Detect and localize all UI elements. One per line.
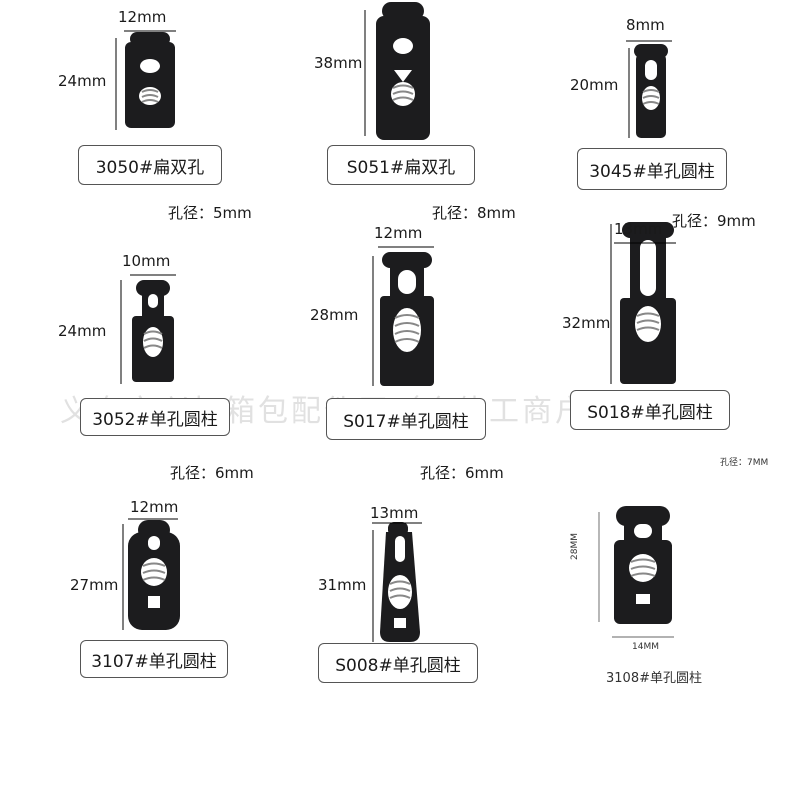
product-code-label: 3050#扁双孔	[78, 145, 222, 185]
cord-lock-icon	[128, 520, 180, 630]
width-arrow	[124, 30, 176, 32]
width-arrow	[614, 242, 676, 244]
width-arrow	[626, 40, 672, 42]
hole-diameter: 孔径：8mm	[432, 204, 516, 222]
width-dimension: 14MM	[632, 642, 659, 652]
hole-diameter: 孔径：6mm	[420, 464, 504, 482]
height-dimension: 27mm	[70, 576, 119, 594]
product-code-label: S018#单孔圆柱	[570, 390, 730, 430]
width-arrow	[130, 274, 176, 276]
product-code-label: 3052#单孔圆柱	[80, 398, 230, 436]
product-code-label: 3108#单孔圆柱	[606, 671, 702, 686]
height-arrow	[122, 524, 124, 630]
cord-lock-icon	[132, 280, 174, 382]
cord-lock-icon	[634, 44, 668, 138]
product-code-label: 3107#单孔圆柱	[80, 640, 228, 678]
height-arrow	[372, 530, 374, 642]
height-arrow	[610, 224, 612, 384]
height-dimension: 24mm	[58, 322, 107, 340]
height-arrow	[120, 280, 122, 384]
product-code-label: S008#单孔圆柱	[318, 643, 478, 683]
width-dimension: 12mm	[374, 224, 423, 242]
width-arrow	[612, 636, 674, 638]
height-dimension: 24mm	[58, 72, 107, 90]
height-dimension: 31mm	[318, 576, 367, 594]
product-code-label: S051#扁双孔	[327, 145, 475, 185]
cord-lock-icon	[380, 522, 420, 642]
width-arrow	[378, 246, 434, 248]
width-dimension: 10mm	[122, 252, 171, 270]
height-dimension: 20mm	[570, 76, 619, 94]
hole-diameter: 孔径：7MM	[720, 458, 769, 468]
product-code-label: S017#单孔圆柱	[326, 398, 486, 440]
hole-diameter: 孔径：9mm	[672, 212, 756, 230]
height-dimension: 32mm	[562, 314, 611, 332]
height-arrow	[115, 38, 117, 130]
width-arrow	[128, 518, 178, 520]
width-dimension: 13mm	[370, 504, 419, 522]
cord-lock-icon	[376, 2, 430, 140]
height-dimension: 38mm	[314, 54, 363, 72]
width-dimension: 13mm	[614, 220, 663, 238]
height-dimension: 28mm	[310, 306, 359, 324]
width-dimension: 12mm	[118, 8, 167, 26]
cord-lock-icon	[620, 222, 676, 384]
product-code-label: 3045#单孔圆柱	[577, 148, 727, 190]
cord-lock-icon	[380, 252, 434, 386]
cord-lock-icon	[614, 506, 672, 624]
height-arrow	[628, 48, 630, 138]
height-arrow	[598, 512, 600, 622]
height-dimension: 28MM	[570, 533, 580, 560]
height-arrow	[372, 256, 374, 386]
height-arrow	[364, 10, 366, 136]
width-arrow	[372, 522, 422, 524]
width-dimension: 12mm	[130, 498, 179, 516]
width-dimension: 8mm	[626, 16, 665, 34]
hole-diameter: 孔径：5mm	[168, 204, 252, 222]
cord-lock-icon	[125, 32, 175, 128]
hole-diameter: 孔径：6mm	[170, 464, 254, 482]
